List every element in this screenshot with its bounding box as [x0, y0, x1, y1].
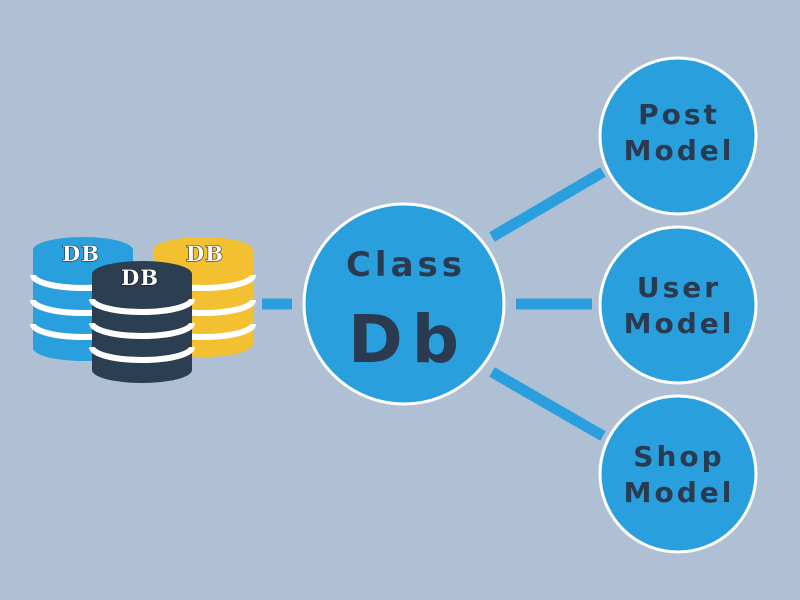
database-icon-navy: DB [89, 261, 195, 383]
post-model-line2: Model [624, 134, 735, 167]
connector-class-to-shop [489, 367, 606, 441]
class-name: Db [348, 301, 468, 378]
db-label-blue: DB [62, 241, 100, 266]
shop-model-node: Shop Model [598, 394, 758, 554]
class-keyword: Class [346, 245, 466, 285]
user-model-node: User Model [598, 225, 758, 385]
shop-model-line1: Shop [633, 440, 724, 473]
connectors [262, 167, 606, 441]
db-label-yellow: DB [186, 241, 224, 266]
post-model-node: Post Model [598, 56, 758, 216]
db-label-navy: DB [121, 265, 159, 290]
user-model-line1: User [637, 271, 721, 304]
post-model-line1: Post [638, 98, 720, 131]
class-db-node: Class Db [302, 202, 506, 406]
shop-model-line2: Model [624, 476, 735, 509]
connector-class-to-post [489, 167, 606, 242]
user-model-line2: Model [624, 307, 735, 340]
